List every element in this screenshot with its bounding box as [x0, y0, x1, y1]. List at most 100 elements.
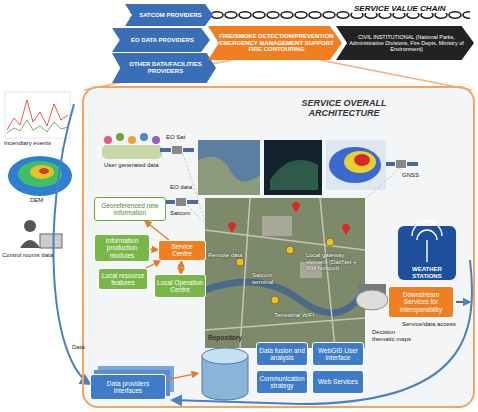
- annotation-label: Remote data: [208, 252, 248, 259]
- annotation-label: Service/data access: [402, 321, 462, 328]
- sensor-node: [286, 246, 294, 254]
- dem-map: [30, 165, 54, 179]
- process-box: Data providers interfaces: [90, 374, 166, 400]
- process-box: Web Services: [312, 370, 364, 394]
- annotation-label: EO data: [170, 184, 200, 191]
- risk-map: [354, 154, 370, 166]
- node-label: CIVIL INSTITUTIONAL (National Parks, Adm…: [347, 34, 466, 53]
- process-box: Information production modules: [94, 234, 150, 262]
- node-label: Information production modules: [97, 237, 147, 259]
- value-chain-chevron: EO DATA PROVIDERS: [112, 28, 210, 52]
- eo-satellite: [160, 146, 194, 154]
- eo-image: [198, 140, 260, 195]
- satellite-body: [396, 160, 406, 168]
- annotation-label: GNSS: [402, 172, 432, 179]
- gnss-satellite: [384, 160, 418, 168]
- node-label: Repository: [208, 334, 242, 341]
- user-icon: [104, 136, 112, 144]
- terminal-dish: [356, 290, 388, 310]
- process-box: Local resource features: [98, 268, 148, 290]
- annotation-label: Terrestrial WiFi: [274, 312, 324, 319]
- aerial-photo: [205, 198, 365, 348]
- satellite-panel: [407, 162, 418, 166]
- user-icon: [140, 133, 148, 141]
- annotation-label: Control rooms data: [2, 252, 77, 259]
- user-icon: [128, 136, 136, 144]
- annotation-label: Data: [72, 344, 96, 351]
- risk-map: [344, 151, 376, 173]
- architecture-frame: SERVICE OVERALL ARCHITECTUREGeoreference…: [82, 86, 475, 408]
- satellite-panel: [160, 148, 171, 152]
- node-label: Service Centre: [161, 243, 203, 258]
- data-flow-line: [53, 104, 90, 384]
- processed-image: [264, 140, 322, 195]
- sensor-node: [271, 296, 279, 304]
- process-box: WebGIS User interface: [312, 342, 364, 366]
- chevron-shape: [112, 28, 210, 52]
- annotation-label: Decision thematic maps: [372, 329, 418, 342]
- annotation-label: DEM: [30, 197, 60, 204]
- value-chain-chevron: OTHER DATA/FACILITIES PROVIDERS: [112, 53, 216, 83]
- process-box: Communication strategy: [256, 370, 308, 394]
- dem-map: [18, 161, 62, 187]
- diagram-title: SERVICE VALUE CHAIN: [352, 4, 447, 13]
- buildings: [262, 216, 292, 236]
- user-icon: [116, 133, 124, 141]
- process-box: Service Centre: [158, 240, 206, 261]
- dem-map: [8, 156, 72, 196]
- annotation-label: User generated data: [104, 162, 170, 169]
- user-icon: [102, 145, 162, 159]
- sensor-node: [326, 238, 334, 246]
- node-label: Local Operation Centre: [157, 279, 203, 294]
- events-chart: [5, 92, 70, 138]
- river: [205, 282, 365, 313]
- annotation-label: WEATHER STATIONS: [400, 266, 454, 279]
- roads: [205, 198, 365, 348]
- chart-line: [7, 100, 68, 130]
- satellite-panel: [187, 200, 198, 204]
- value-chain-chevron: SATCOM PROVIDERS: [125, 4, 213, 26]
- node-label: FIRE/SMOKE DETECTION/PREVENTION EMERGENC…: [219, 33, 334, 54]
- node-label: Data providers interfaces: [93, 380, 163, 395]
- repository-cylinder: Repository: [198, 334, 252, 402]
- cylinder-shape: [202, 348, 248, 364]
- node-label: Web Services: [318, 378, 358, 385]
- connector-arrow: [146, 261, 161, 268]
- node-label: Downstream Services for interoperability: [391, 291, 451, 313]
- risk-map: [329, 147, 381, 183]
- chart-line: [7, 120, 68, 133]
- node-label: SATCOM PROVIDERS: [139, 12, 202, 19]
- annotation-label: Satcom terminal: [252, 272, 292, 285]
- process-box: Georeferenced new information: [94, 197, 166, 221]
- value-chain-chevron: CIVIL INSTITUTIONAL (National Parks, Adm…: [336, 26, 474, 60]
- satellite-body: [172, 146, 182, 154]
- satellite-panel: [183, 148, 194, 152]
- user-icon: [152, 136, 160, 144]
- annotation-label: Incendiary events: [4, 140, 74, 147]
- eo-image: [198, 157, 260, 195]
- chevron-shape: [336, 26, 474, 60]
- node-label: WebGIS User interface: [315, 347, 361, 362]
- weather-antenna: [412, 221, 442, 262]
- output-arrow: [456, 301, 470, 303]
- annotation-label: EO Sat: [166, 134, 196, 141]
- node-label: OTHER DATA/FACILITIES PROVIDERS: [123, 61, 208, 75]
- process-box: Downstream Services for interoperability: [388, 286, 454, 318]
- connector-arrow: [166, 373, 198, 379]
- value-chain-chevron: FIRE/SMOKE DETECTION/PREVENTION EMERGENC…: [208, 26, 342, 60]
- process-box: Data fusion and analysis: [256, 342, 308, 366]
- event-pins: [228, 202, 350, 235]
- architecture-fill: [82, 86, 475, 408]
- chevron-shape: [125, 4, 213, 26]
- operator-desk: [40, 234, 62, 248]
- node-label: Communication strategy: [259, 375, 305, 390]
- node-label: EO DATA PROVIDERS: [131, 37, 194, 44]
- chevron-shape: [208, 26, 342, 60]
- node-label: Georeferenced new information: [97, 202, 163, 217]
- satcom-satellite: [164, 198, 198, 206]
- satellite-body: [176, 198, 186, 206]
- operator-icon: [24, 220, 36, 232]
- user-crowd: [102, 133, 162, 159]
- sensor-node: [236, 258, 244, 266]
